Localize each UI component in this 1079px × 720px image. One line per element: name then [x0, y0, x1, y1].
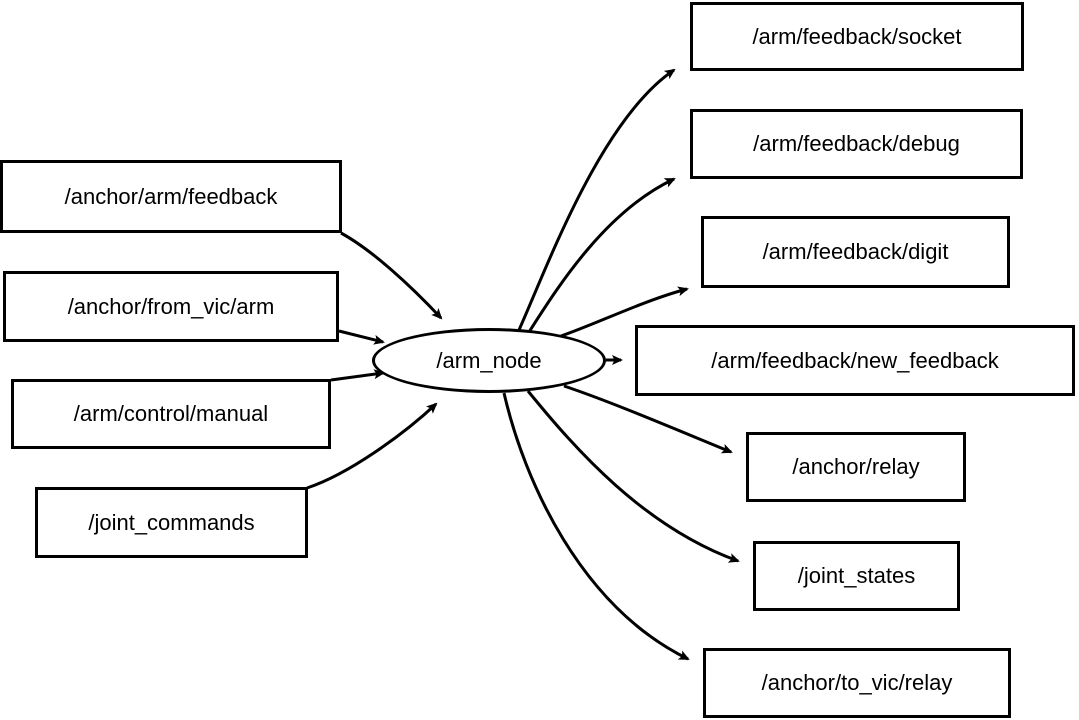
node-arm-node[interactable]: /arm_node — [372, 328, 606, 393]
node-anchor-to-vic-relay[interactable]: /anchor/to_vic/relay — [703, 648, 1011, 718]
node-arm-feedback-socket[interactable]: /arm/feedback/socket — [690, 2, 1024, 71]
node-joint-commands[interactable]: /joint_commands — [35, 487, 308, 558]
edge-joint-commands-to-arm-node — [306, 402, 438, 490]
node-label: /arm/feedback/socket — [752, 23, 962, 49]
node-label: /anchor/relay — [792, 454, 920, 479]
edge-arm-node-to-anchor-relay — [563, 384, 733, 454]
edge-arm-node-to-arm-feedback-debug — [527, 177, 676, 333]
node-label: /arm/feedback/debug — [753, 131, 960, 156]
edge-arm-node-to-arm-feedback-socket — [517, 68, 676, 331]
edge-arm-node-to-anchor-to-vic-relay — [502, 392, 690, 661]
node-arm-control-manual[interactable]: /arm/control/manual — [11, 379, 331, 449]
node-label: /arm/feedback/digit — [762, 239, 949, 264]
node-joint-states[interactable]: /joint_states — [753, 541, 960, 611]
node-label: /joint_states — [797, 563, 916, 588]
node-label: /anchor/from_vic/arm — [67, 293, 275, 319]
edge-arm-node-to-arm-feedback-digit — [560, 286, 689, 338]
node-arm-feedback-new-feedback[interactable]: /arm/feedback/new_feedback — [635, 325, 1075, 396]
node-label: /anchor/to_vic/relay — [761, 670, 953, 695]
edge-anchor-from-vic-arm-to-arm-node — [338, 329, 385, 345]
edge-arm-node-to-joint-states — [526, 390, 740, 563]
node-anchor-arm-feedback[interactable]: /anchor/arm/feedback — [0, 160, 342, 233]
edge-arm-control-manual-to-arm-node — [330, 369, 385, 382]
node-label: /arm/feedback/new_feedback — [711, 347, 999, 373]
node-anchor-from-vic-arm[interactable]: /anchor/from_vic/arm — [3, 271, 339, 342]
edge-anchor-arm-feedback-to-arm-node — [340, 231, 443, 320]
node-anchor-relay[interactable]: /anchor/relay — [746, 432, 966, 502]
node-arm-feedback-debug[interactable]: /arm/feedback/debug — [690, 109, 1023, 179]
node-arm-feedback-digit[interactable]: /arm/feedback/digit — [701, 216, 1010, 288]
node-label: /arm_node — [436, 347, 542, 373]
node-label: /anchor/arm/feedback — [64, 183, 278, 209]
node-label: /joint_commands — [88, 509, 255, 535]
node-label: /arm/control/manual — [73, 401, 269, 426]
